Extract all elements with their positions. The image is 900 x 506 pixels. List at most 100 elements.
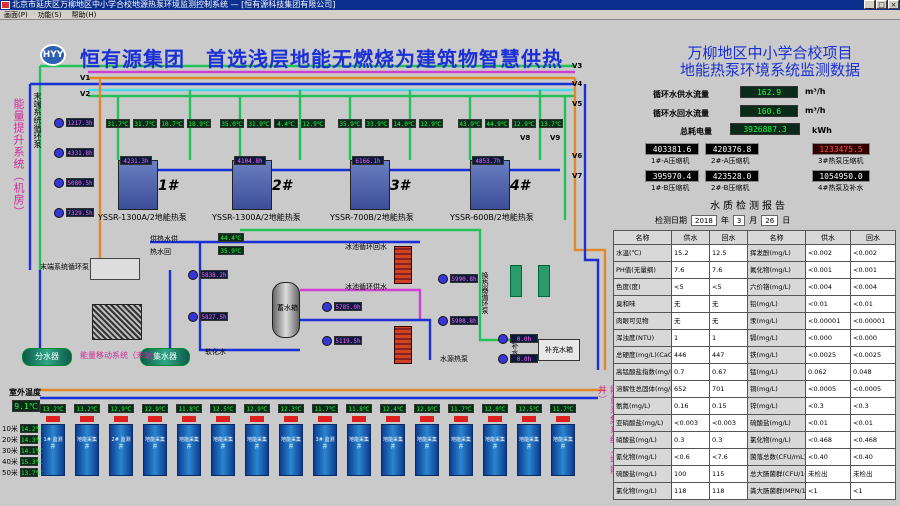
- well-head[interactable]: [250, 416, 264, 422]
- energy-well[interactable]: 地能采集井: [211, 424, 235, 476]
- circulation-pump-runtime: 5908.8h: [450, 316, 478, 325]
- well-head[interactable]: [352, 416, 366, 422]
- energy-well[interactable]: 地能采集井: [245, 424, 269, 476]
- valve-v8[interactable]: V8: [520, 134, 531, 142]
- maximize-button[interactable]: □: [876, 0, 887, 9]
- sw-pump-label: 水源热泵: [440, 355, 468, 363]
- well-head[interactable]: [556, 416, 570, 422]
- valve-v5[interactable]: V5: [572, 100, 583, 108]
- heat-pump-number: 1#: [158, 178, 178, 194]
- well-temp: 12.4℃: [380, 404, 406, 413]
- well-head[interactable]: [284, 416, 298, 422]
- energy-well[interactable]: 地能采集井: [415, 424, 439, 476]
- terminal-pump-icon[interactable]: [54, 148, 64, 158]
- wq-cell: <7.6: [709, 448, 748, 466]
- energy-well[interactable]: 2# 监测井: [109, 424, 133, 476]
- valve-v6[interactable]: V6: [572, 152, 583, 160]
- close-button[interactable]: ×: [888, 0, 899, 9]
- well-head[interactable]: [80, 416, 94, 422]
- valve-v3[interactable]: V3: [572, 62, 583, 70]
- heat-pump-4[interactable]: [470, 160, 510, 210]
- energy-well[interactable]: 地能采集井: [177, 424, 201, 476]
- heat-pump-number: 4#: [510, 178, 530, 194]
- wq-cell: PH值(无量纲): [613, 261, 672, 279]
- well-head[interactable]: [182, 416, 196, 422]
- well-head[interactable]: [148, 416, 162, 422]
- valve-v7[interactable]: V7: [572, 172, 583, 180]
- terminal-pump-icon[interactable]: [54, 178, 64, 188]
- circulation-pump-icon[interactable]: [188, 312, 198, 322]
- menu-item-help[interactable]: 帮助(H): [71, 11, 97, 19]
- heat-pump-temp: 12.9℃: [301, 119, 325, 128]
- valve-v9[interactable]: V9: [550, 134, 561, 142]
- heat-pump-temp: 35.9℃: [338, 119, 362, 128]
- well-head[interactable]: [216, 416, 230, 422]
- energy-well[interactable]: 地能采集井: [517, 424, 541, 476]
- energy-well[interactable]: 地能采集井: [381, 424, 405, 476]
- wq-cell: <0.40: [805, 448, 851, 466]
- well-temp: 12.3℃: [278, 404, 304, 413]
- heat-pump-3[interactable]: [350, 160, 390, 210]
- wq-cell: 氟化物(mg/L): [747, 261, 806, 279]
- well-head[interactable]: [454, 416, 468, 422]
- wq-cell: <0.003: [671, 414, 710, 432]
- menu-item-screen[interactable]: 画面(P): [4, 11, 28, 19]
- circulation-pump-icon[interactable]: [322, 336, 332, 346]
- wq-header-cell: 名称: [747, 230, 806, 245]
- project-title-line1: 万柳地区中小学合校项目: [687, 44, 853, 62]
- return-water-label: 热水回: [150, 248, 171, 256]
- well-head[interactable]: [488, 416, 502, 422]
- well-head[interactable]: [46, 416, 60, 422]
- well-head[interactable]: [420, 416, 434, 422]
- wq-cell: 总硬度(mg/L)(CaCO₃计): [613, 346, 672, 364]
- heat-pump-temp: 4.4℃: [274, 119, 298, 128]
- circulation-pump-icon[interactable]: [498, 334, 508, 344]
- circulation-pump-icon[interactable]: [498, 354, 508, 364]
- wq-cell: 色度(度): [613, 278, 672, 296]
- energy-well[interactable]: 地能采集井: [143, 424, 167, 476]
- date-year[interactable]: 2018: [691, 215, 717, 226]
- date-day[interactable]: 26: [761, 215, 779, 226]
- energy-well[interactable]: 地能采集井: [75, 424, 99, 476]
- valve-v1[interactable]: V1: [80, 74, 91, 82]
- well-head[interactable]: [114, 416, 128, 422]
- minimize-button[interactable]: _: [864, 0, 875, 9]
- heat-pump-runtime: 4104.8h: [234, 156, 266, 165]
- water-collector: 集水器: [140, 348, 190, 366]
- energy-well[interactable]: 地能采集井: [449, 424, 473, 476]
- well-temp: 12.5℃: [516, 404, 542, 413]
- energy-well[interactable]: 地能采集井: [551, 424, 575, 476]
- circulation-pump-icon[interactable]: [188, 270, 198, 280]
- well-head[interactable]: [318, 416, 332, 422]
- date-month[interactable]: 3: [732, 215, 746, 226]
- circulation-pump-runtime: 5119.5h: [334, 336, 362, 345]
- energy-well[interactable]: 3# 监测井: [313, 424, 337, 476]
- energy-well[interactable]: 地能采集井: [279, 424, 303, 476]
- well-head[interactable]: [522, 416, 536, 422]
- wq-cell: <0.01: [850, 414, 896, 432]
- wq-cell: <0.468: [805, 431, 851, 449]
- energy-well[interactable]: 地能采集井: [483, 424, 507, 476]
- menu-item-function[interactable]: 功能(S): [37, 11, 62, 19]
- terminal-pump-icon[interactable]: [54, 118, 64, 128]
- heat-pump-1[interactable]: [118, 160, 158, 210]
- wq-cell: 0.15: [709, 397, 748, 415]
- heat-pump-2[interactable]: [232, 160, 272, 210]
- well-head[interactable]: [386, 416, 400, 422]
- circulation-pump-icon[interactable]: [438, 316, 448, 326]
- date-label: 检测日期: [655, 216, 687, 225]
- circulation-pump-runtime: 0.0h: [510, 334, 538, 343]
- circulation-pump-icon[interactable]: [438, 274, 448, 284]
- valve-v4[interactable]: V4: [572, 80, 583, 88]
- energy-well[interactable]: 地能采集井: [347, 424, 371, 476]
- valve-v2[interactable]: V2: [80, 90, 91, 98]
- energy-well[interactable]: 1# 监测井: [41, 424, 65, 476]
- circulation-pump-icon[interactable]: [322, 302, 332, 312]
- terminal-pump-icon[interactable]: [54, 208, 64, 218]
